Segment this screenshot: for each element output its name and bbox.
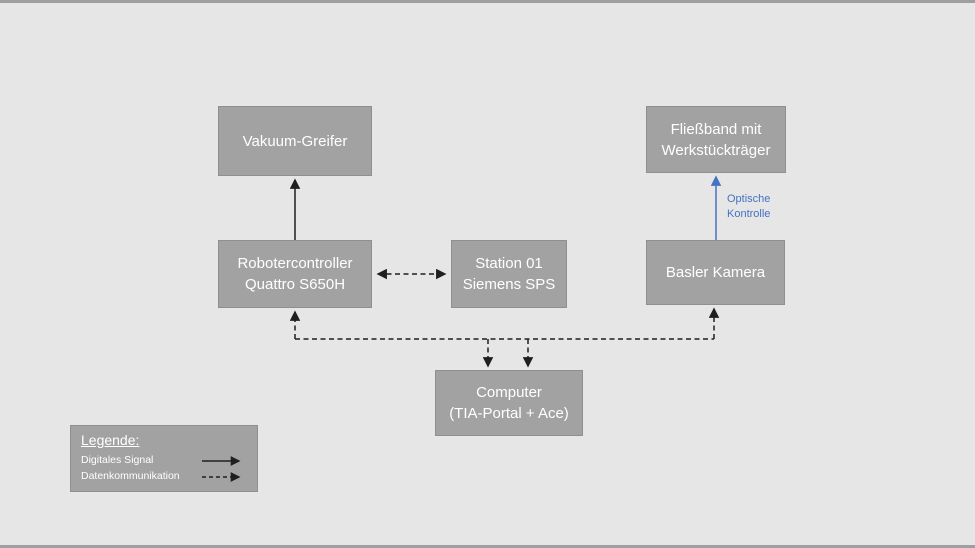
slide-bottom-edge bbox=[0, 545, 975, 548]
box-computer-label-line2: (TIA-Portal + Ace) bbox=[449, 405, 569, 422]
box-basler-kamera: Basler Kamera bbox=[646, 240, 785, 305]
box-computer-label-line1: Computer bbox=[476, 384, 542, 401]
box-basler-kamera-label: Basler Kamera bbox=[665, 264, 766, 281]
box-station-01-label-line1: Station 01 bbox=[475, 255, 543, 272]
optische-kontrolle-label: Optische Kontrolle bbox=[727, 192, 770, 222]
box-computer: Computer (TIA-Portal + Ace) bbox=[435, 370, 583, 436]
box-fliessband: Fließband mit Werkstückträger bbox=[646, 106, 786, 173]
optische-kontrolle-line1: Optische bbox=[727, 193, 771, 205]
solid-arrow-icon bbox=[202, 455, 241, 466]
legend-item-digitales-signal-label: Digitales Signal bbox=[81, 454, 154, 466]
box-vakuum-greifer-label: Vakuum-Greifer bbox=[242, 132, 348, 150]
legend-item-datenkommunikation-label: Datenkommunikation bbox=[81, 470, 180, 482]
dashed-arrow-icon bbox=[202, 471, 241, 482]
legend-item-digitales-signal: Digitales Signal bbox=[81, 453, 247, 468]
box-robotercontroller-label-line2: Quattro S650H bbox=[244, 276, 346, 293]
legend: Legende: Digitales Signal Datenkommunika… bbox=[70, 425, 258, 492]
box-fliessband-label-line1: Fließband mit bbox=[670, 120, 762, 138]
box-robotercontroller-label-line1: Robotercontroller bbox=[237, 255, 353, 272]
slide-top-edge bbox=[0, 0, 975, 3]
optische-kontrolle-line2: Kontrolle bbox=[727, 208, 771, 220]
legend-item-datenkommunikation: Datenkommunikation bbox=[81, 469, 247, 484]
box-station-01: Station 01 Siemens SPS bbox=[451, 240, 567, 308]
box-fliessband-label-line2: Werkstückträger bbox=[661, 141, 771, 159]
box-station-01-label-line2: Siemens SPS bbox=[462, 276, 556, 293]
box-vakuum-greifer: Vakuum-Greifer bbox=[218, 106, 372, 176]
legend-title: Legende: bbox=[81, 432, 140, 448]
box-robotercontroller: Robotercontroller Quattro S650H bbox=[218, 240, 372, 308]
